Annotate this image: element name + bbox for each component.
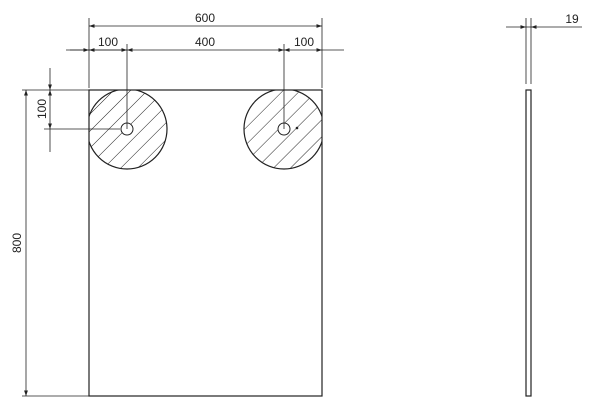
dim-hole-positions: 100 400 100 (66, 35, 344, 129)
dim-overall-height-label: 800 (10, 233, 24, 253)
dim-overall-width-label: 600 (195, 11, 215, 25)
dim-overall-width: 600 (88, 11, 323, 88)
right-hole-dot (295, 126, 299, 130)
dim-overall-height: 800 (10, 90, 89, 397)
dim-hole-spacing-label: 400 (195, 35, 215, 49)
dim-top-offset: 100 (22, 68, 120, 152)
dim-thickness: 19 (506, 12, 582, 84)
dim-left-offset-label: 100 (98, 35, 118, 49)
dim-top-offset-label: 100 (35, 99, 49, 119)
dim-right-offset-label: 100 (294, 35, 314, 49)
dim-thickness-label: 19 (565, 12, 579, 26)
panel-side-view (525, 89, 532, 397)
panel-front-view (88, 89, 323, 397)
